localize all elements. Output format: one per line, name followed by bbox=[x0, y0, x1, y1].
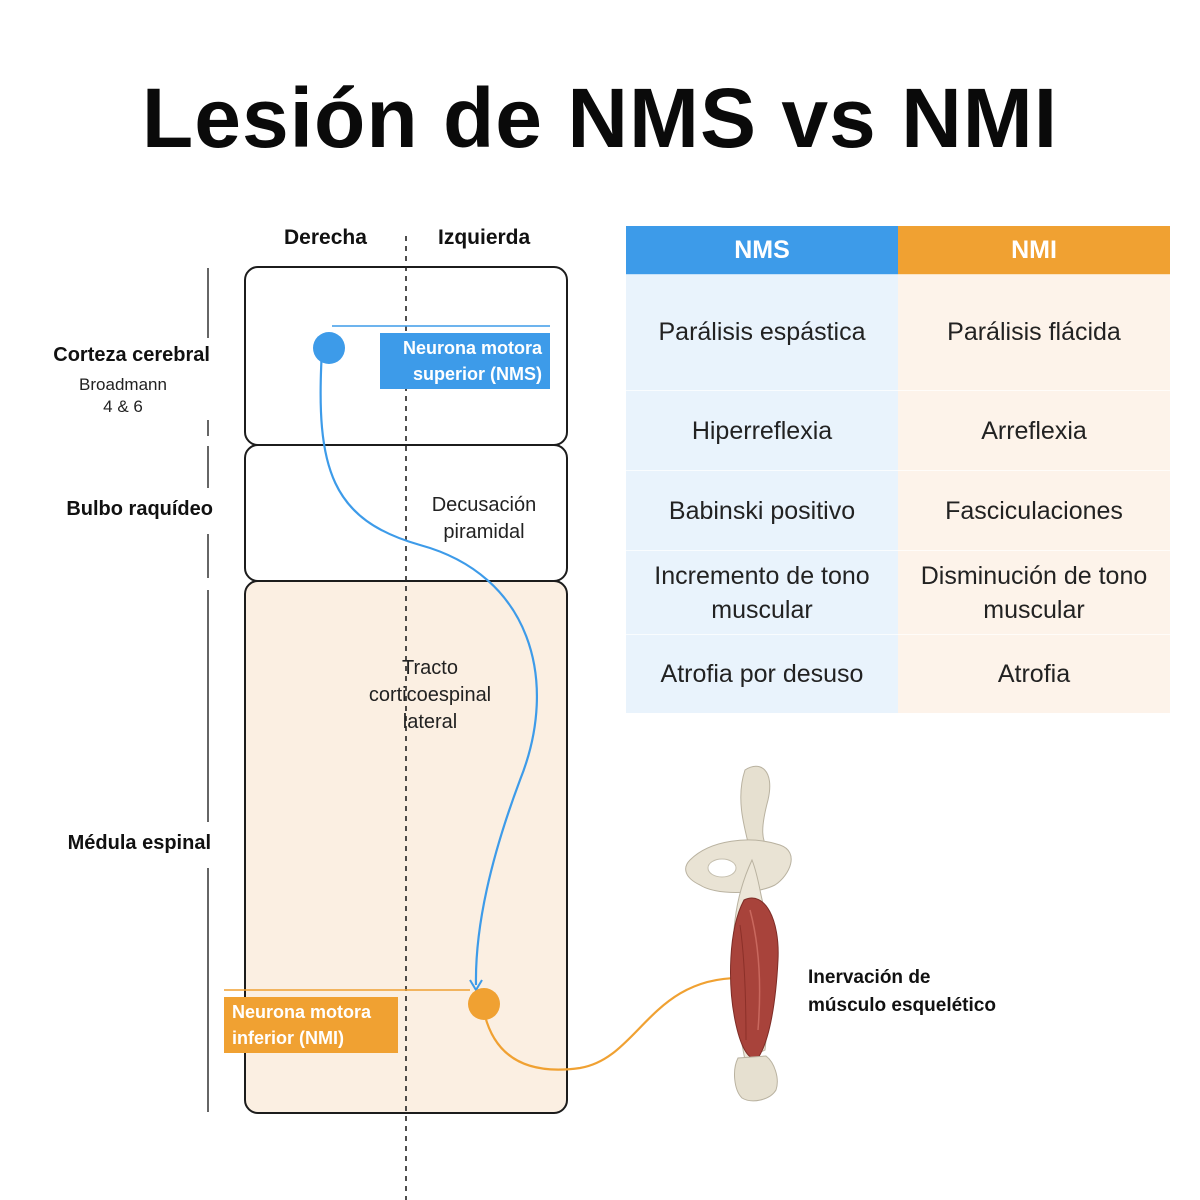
lower-neuron-tag-line2: inferior (NMI) bbox=[232, 1028, 344, 1048]
innervation-line2: músculo esquelético bbox=[808, 995, 996, 1016]
region-cortex-sub-2: 4 & 6 bbox=[103, 397, 143, 416]
upper-neuron-tag-line1: Neurona motora bbox=[402, 338, 542, 358]
tract-label: Tracto corticoespinal lateral bbox=[340, 655, 520, 736]
cell-nmi: Arreflexia bbox=[898, 390, 1170, 471]
cell-nmi: Disminución de tono muscular bbox=[898, 550, 1170, 635]
cell-nmi: Parálisis flácida bbox=[898, 274, 1170, 391]
upper-neuron-tag: Neurona motora superior (NMS) bbox=[380, 333, 550, 389]
cell-nms: Incremento de tono muscular bbox=[626, 550, 898, 635]
label-right-side: Derecha bbox=[284, 226, 367, 249]
table-row: Babinski positivo Fasciculaciones bbox=[626, 470, 1170, 551]
axon-terminal bbox=[469, 979, 483, 992]
cell-nms: Hiperreflexia bbox=[626, 390, 898, 471]
region-cortex-sub-1: Broadmann bbox=[79, 375, 167, 394]
label-left-side: Izquierda bbox=[438, 226, 531, 249]
innervation-label: Inervación de músculo esquelético bbox=[808, 964, 996, 1020]
tract-line3: lateral bbox=[402, 711, 458, 733]
lower-neuron-axon bbox=[482, 976, 746, 1071]
tract-line2: corticoespinal bbox=[368, 684, 492, 706]
region-bulb: Bulbo raquídeo bbox=[66, 498, 213, 520]
lower-neuron-tag-line1: Neurona motora bbox=[232, 1002, 372, 1022]
region-spinal: Médula espinal bbox=[67, 832, 211, 854]
tract-line1: Tracto bbox=[402, 657, 458, 679]
lower-neuron-tag: Neurona motora inferior (NMI) bbox=[224, 997, 398, 1053]
corticospinal-axon bbox=[319, 349, 538, 986]
header-nmi: NMI bbox=[898, 226, 1170, 275]
cell-nms: Atrofia por desuso bbox=[626, 634, 898, 713]
innervation-line1: Inervación de bbox=[808, 967, 931, 988]
table-row: Parálisis espástica Parálisis flácida bbox=[626, 274, 1170, 391]
femur-muscle-icon bbox=[685, 765, 792, 1102]
table-row: Hiperreflexia Arreflexia bbox=[626, 390, 1170, 471]
decussation-line1: Decusación bbox=[431, 494, 537, 516]
decussation-line2: piramidal bbox=[443, 521, 525, 543]
header-nms: NMS bbox=[626, 226, 898, 275]
upper-neuron-tag-line2: superior (NMS) bbox=[412, 364, 542, 384]
region-cortex: Corteza cerebral bbox=[53, 344, 210, 366]
table-header-row: NMS NMI bbox=[626, 226, 1170, 275]
page-title: Lesión de NMS vs NMI bbox=[141, 71, 1059, 165]
lower-neuron-soma bbox=[468, 988, 500, 1020]
table-row: Atrofia por desuso Atrofia bbox=[626, 634, 1170, 713]
cell-nms: Babinski positivo bbox=[626, 470, 898, 551]
comparison-table: NMS NMI Parálisis espástica Parálisis fl… bbox=[626, 226, 1170, 713]
cell-nmi: Fasciculaciones bbox=[898, 470, 1170, 551]
upper-neuron-soma bbox=[313, 332, 345, 364]
table-row: Incremento de tono muscular Disminución … bbox=[626, 550, 1170, 635]
cell-nmi: Atrofia bbox=[898, 634, 1170, 713]
cell-nms: Parálisis espástica bbox=[626, 274, 898, 391]
decussation-label: Decusación piramidal bbox=[408, 492, 560, 546]
